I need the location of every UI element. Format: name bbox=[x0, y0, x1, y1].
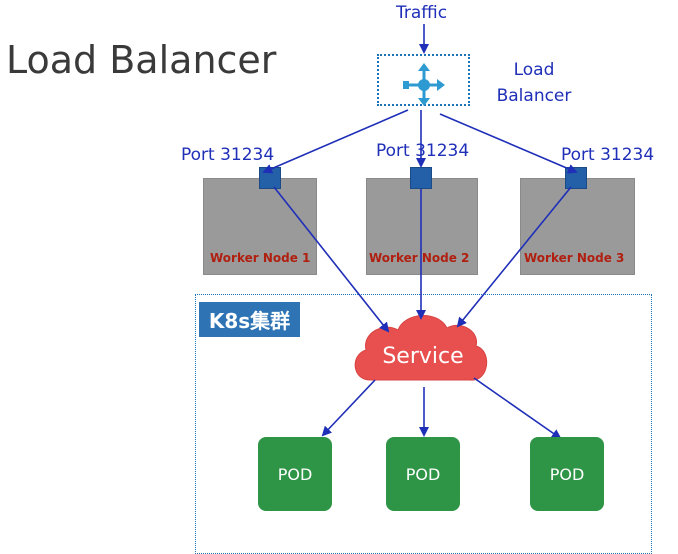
port-label-3: Port 31234 bbox=[561, 145, 655, 165]
service-label: Service bbox=[382, 344, 464, 369]
worker-node-2-label: Worker Node 2 bbox=[369, 251, 470, 265]
pod-2: POD bbox=[386, 437, 460, 511]
port-label-1: Port 31234 bbox=[181, 145, 275, 165]
load-balancer-icon bbox=[403, 63, 445, 106]
arrow-node-1-to-service bbox=[273, 186, 390, 333]
diagram-connectors bbox=[262, 24, 578, 440]
worker-node-2 bbox=[366, 178, 478, 275]
page-title: Load Balancer bbox=[6, 38, 277, 82]
arrow-lb-to-node-3 bbox=[439, 113, 578, 174]
arrow-lb-to-node-1 bbox=[262, 109, 409, 174]
worker-node-3 bbox=[520, 178, 635, 275]
worker-node-3-label: Worker Node 3 bbox=[524, 251, 625, 265]
pod-1-label: POD bbox=[277, 464, 313, 484]
traffic-label: Traffic bbox=[396, 3, 448, 23]
load-balancer-label-line2: Balancer bbox=[496, 86, 572, 106]
arrow-service-from-node-3 bbox=[456, 186, 572, 328]
load-balancer-label: Load Balancer bbox=[494, 57, 574, 109]
k8s-cluster-badge: K8s集群 bbox=[199, 302, 300, 337]
pod-1: POD bbox=[258, 437, 332, 511]
arrows bbox=[262, 24, 578, 440]
load-balancer-label-line1: Load bbox=[513, 60, 555, 80]
arrow-service-to-pod-1 bbox=[321, 379, 376, 437]
pod-2-label: POD bbox=[405, 464, 441, 484]
pod-3: POD bbox=[530, 437, 604, 511]
port-label-2: Port 31234 bbox=[376, 141, 470, 161]
worker-node-1-label: Worker Node 1 bbox=[210, 251, 311, 265]
arrow-service-to-pod-3 bbox=[473, 377, 562, 440]
pod-3-label: POD bbox=[549, 464, 585, 484]
